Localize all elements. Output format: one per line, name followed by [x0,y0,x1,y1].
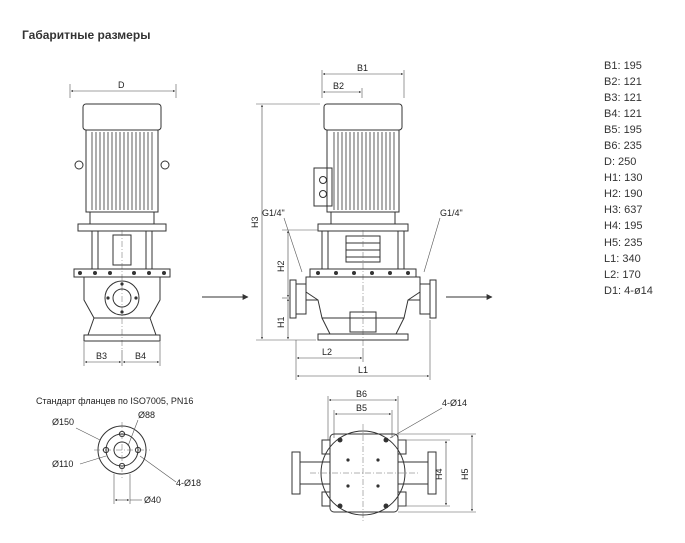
label-d110: Ø110 [52,459,73,469]
spec-l2: L2: 170 [604,268,641,281]
flange-detail: Стандарт фланцев по ISO7005, PN16 Ø88 Ø1… [36,396,201,505]
side-view-center: B1 B2 [250,63,463,380]
label-l2: L2 [322,347,332,357]
spec-b4: B4: 121 [604,108,642,121]
spec-b1: B1: 195 [604,60,642,72]
spec-h4: H4: 195 [604,220,643,233]
label-holes-14: 4-Ø14 [442,398,467,408]
label-holes-18: 4-Ø18 [176,478,201,488]
label-h1: H1 [276,316,286,328]
spec-b2: B2: 121 [604,76,642,89]
top-view: B6 B5 4-Ø14 H4 H5 [291,389,476,522]
label-g14-left: G1/4" [262,208,285,218]
label-d: D [118,80,125,90]
spec-d1: D1: 4-ø14 [604,284,653,297]
label-b5: B5 [356,403,367,413]
motor-fins-left [91,132,153,210]
label-b1: B1 [357,63,368,73]
label-d150: Ø150 [52,417,74,427]
spec-h1: H1: 130 [604,172,643,185]
spec-h3: H3: 637 [604,204,643,217]
spec-h5: H5: 235 [604,236,643,249]
label-h3: H3 [250,216,260,228]
motor-fins-center [333,132,395,210]
label-h5: H5 [460,468,470,480]
page-title: Габаритные размеры [22,28,151,42]
label-d40: Ø40 [144,495,161,505]
label-l1: L1 [358,365,368,375]
spec-list: B1: 195 B2: 121 B3: 121 B4: 121 B5: 195 … [604,58,653,299]
label-h2: H2 [276,260,286,272]
label-b3: B3 [96,351,107,361]
spec-l1: L1: 340 [604,252,641,265]
label-g14-right: G1/4" [440,208,463,218]
spec-b3: B3: 121 [604,92,642,105]
label-d88: Ø88 [138,410,155,420]
spec-b6: B6: 235 [604,140,642,153]
front-view-left: D [69,80,177,366]
flange-caption: Стандарт фланцев по ISO7005, PN16 [36,396,193,406]
spec-h2: H2: 190 [604,188,643,201]
terminal-box [313,167,333,207]
spec-d: D: 250 [604,156,637,169]
spec-b5: B5: 195 [604,124,642,137]
label-h4: H4 [434,468,444,480]
label-b2: B2 [333,81,344,91]
label-b4: B4 [135,351,146,361]
label-b6: B6 [356,389,367,399]
